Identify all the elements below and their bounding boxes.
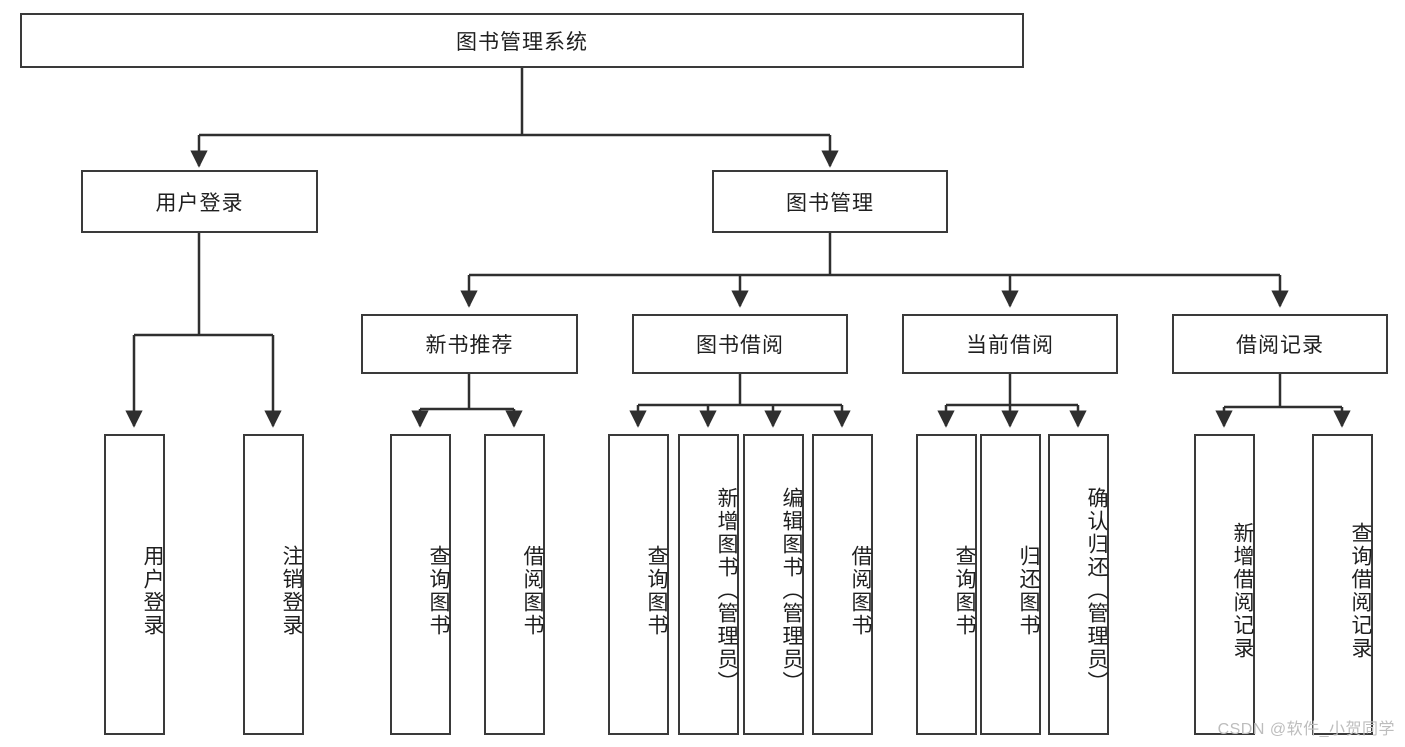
leaf-bookborrow-query-book[interactable]: 查询图书	[608, 434, 669, 735]
leaf-label: 查询图书	[645, 544, 668, 637]
leaf-borrowrecord-query-record[interactable]: 查询借阅记录	[1312, 434, 1373, 735]
leaf-currentborrow-confirm-return[interactable]: 确认归还（管理员）	[1048, 434, 1109, 735]
leaf-label: 查询借阅记录	[1349, 521, 1372, 660]
leaf-label: 借阅图书	[849, 544, 872, 637]
leaf-borrowrecord-add-record[interactable]: 新增借阅记录	[1194, 434, 1255, 735]
leaf-label: 编辑图书（管理员）	[780, 487, 803, 694]
leaf-label: 借阅图书	[521, 544, 544, 637]
leaf-label: 确认归还（管理员）	[1085, 487, 1108, 694]
leaf-label: 新增图书（管理员）	[715, 487, 738, 694]
leaf-label: 用户登录	[141, 544, 164, 637]
leaf-bookborrow-edit-book[interactable]: 编辑图书（管理员）	[743, 434, 804, 735]
leaf-label: 新增借阅记录	[1231, 521, 1254, 660]
node-current-borrow[interactable]: 当前借阅	[902, 314, 1118, 374]
leaf-currentborrow-query-book[interactable]: 查询图书	[916, 434, 977, 735]
node-user-login[interactable]: 用户登录	[81, 170, 318, 233]
leaf-user-login[interactable]: 用户登录	[104, 434, 165, 735]
leaf-currentborrow-return-book[interactable]: 归还图书	[980, 434, 1041, 735]
leaf-newbook-query-book[interactable]: 查询图书	[390, 434, 451, 735]
node-book-borrow[interactable]: 图书借阅	[632, 314, 848, 374]
leaf-newbook-borrow-book[interactable]: 借阅图书	[484, 434, 545, 735]
leaf-label: 归还图书	[1017, 544, 1040, 637]
node-borrow-record[interactable]: 借阅记录	[1172, 314, 1388, 374]
leaf-bookborrow-borrow-book[interactable]: 借阅图书	[812, 434, 873, 735]
node-book-management[interactable]: 图书管理	[712, 170, 948, 233]
node-root-system[interactable]: 图书管理系统	[20, 13, 1024, 68]
leaf-bookborrow-add-book[interactable]: 新增图书（管理员）	[678, 434, 739, 735]
leaf-logout[interactable]: 注销登录	[243, 434, 304, 735]
leaf-label: 查询图书	[427, 544, 450, 637]
leaf-label: 查询图书	[953, 544, 976, 637]
watermark: CSDN @软件_小贺同学	[1217, 721, 1395, 738]
leaf-label: 注销登录	[280, 544, 303, 637]
node-new-book-recommend[interactable]: 新书推荐	[361, 314, 578, 374]
